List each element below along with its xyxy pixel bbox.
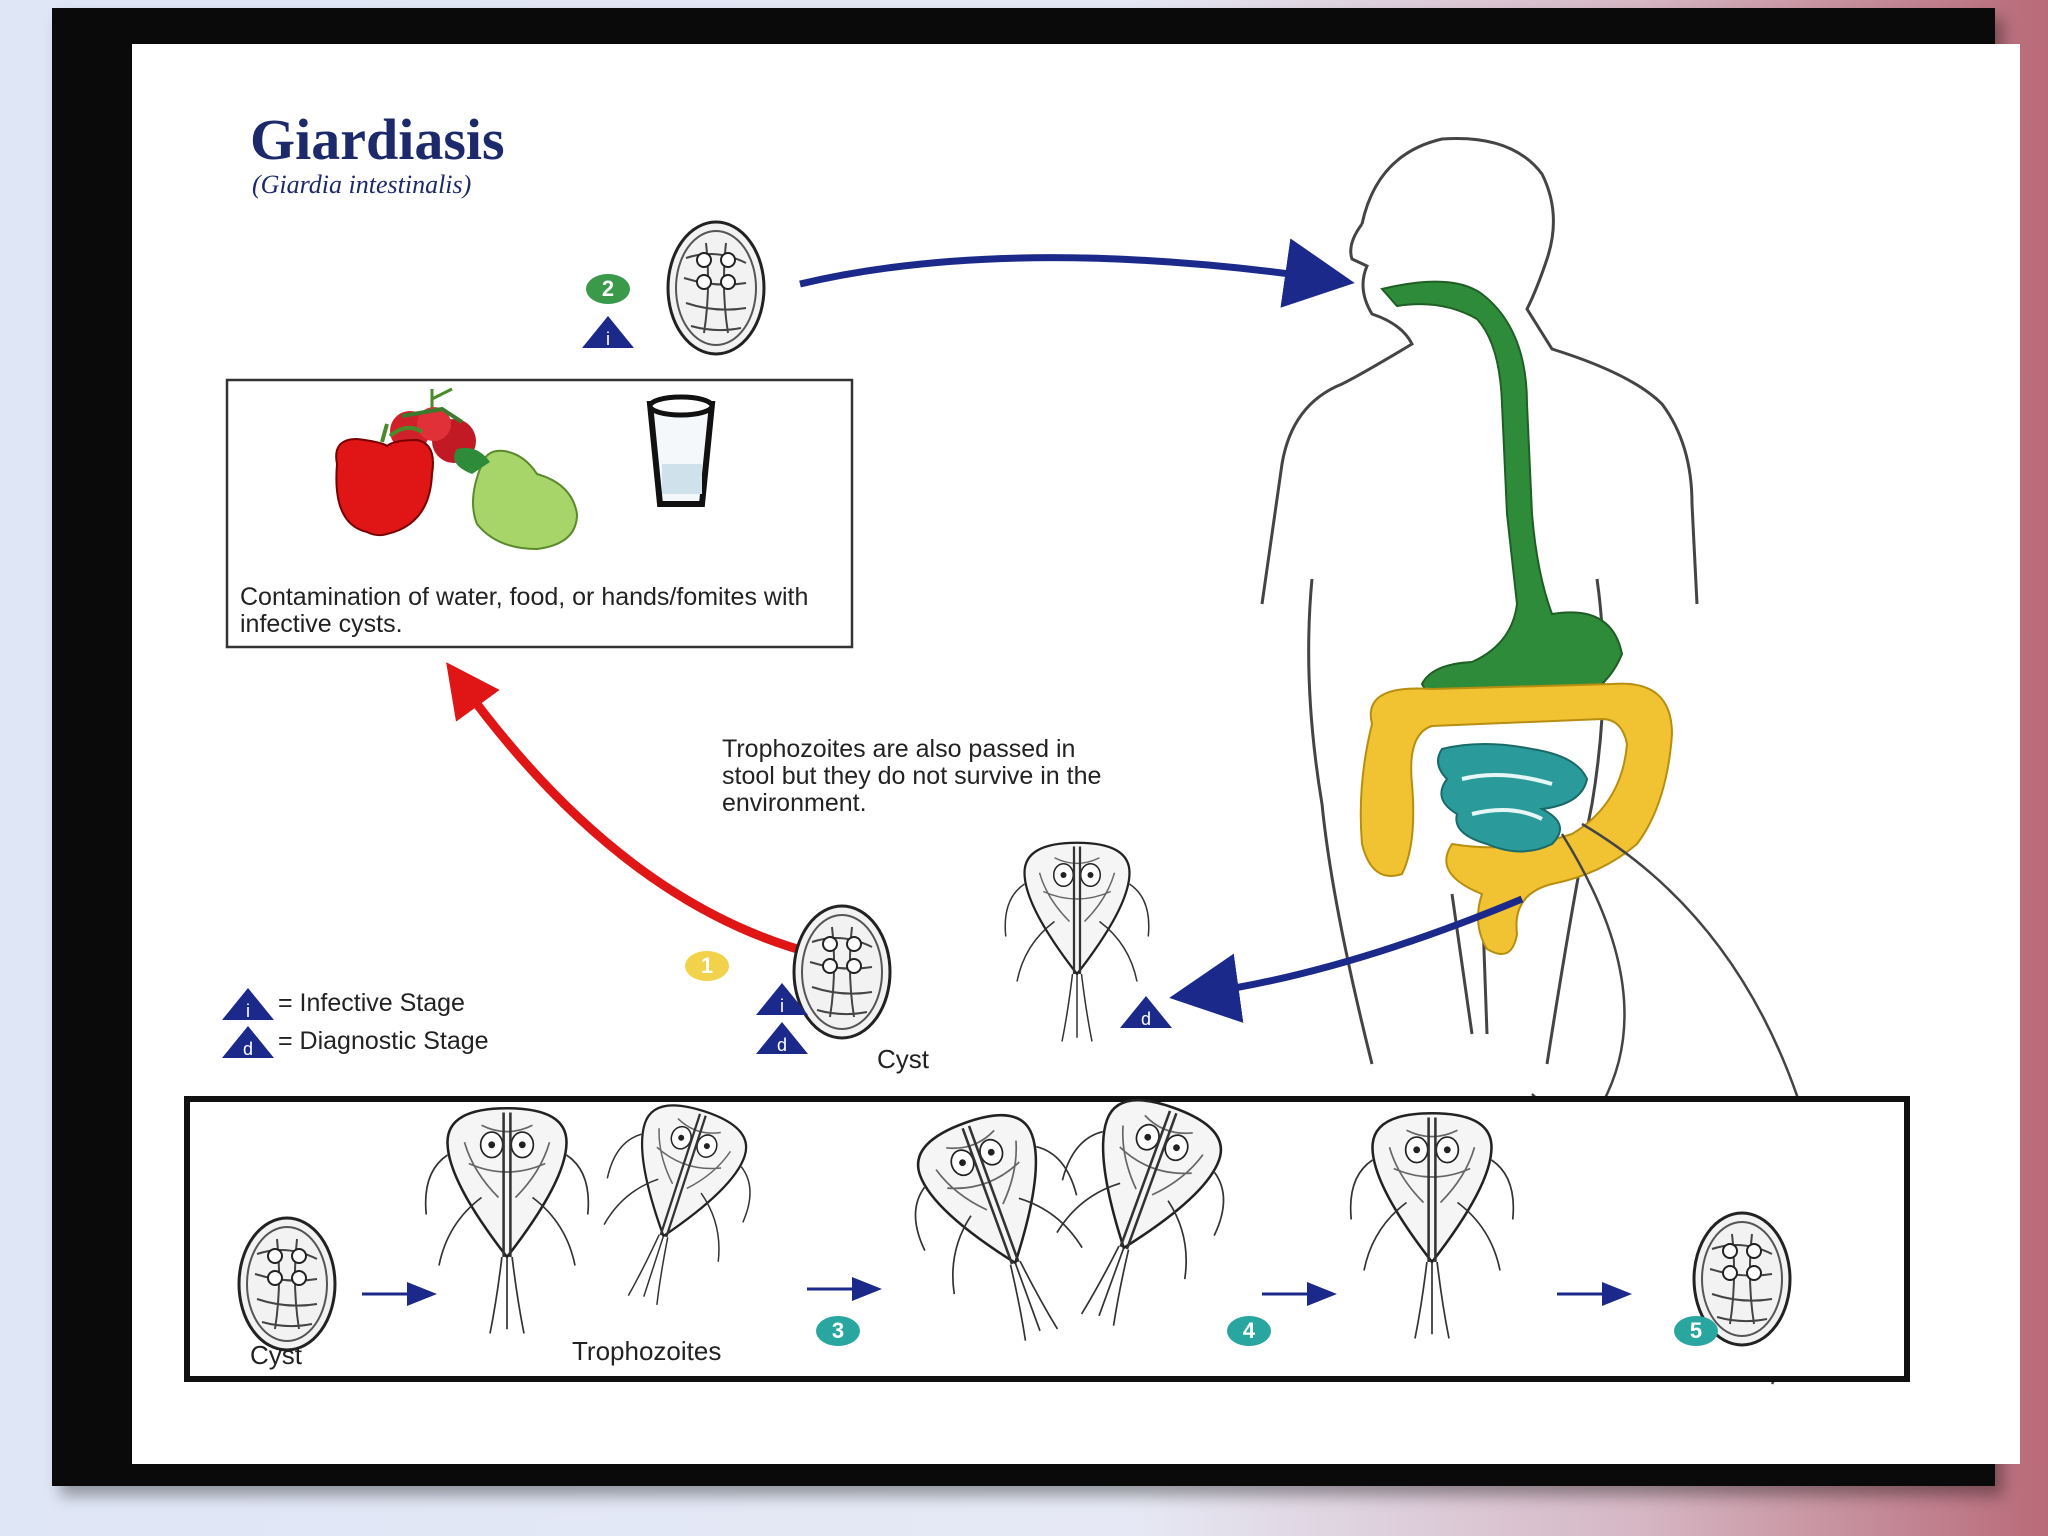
diagnostic-stage-marker: d	[1118, 994, 1174, 1030]
contamination-arrow	[462, 684, 815, 954]
step-4-badge: 4	[1227, 1316, 1271, 1346]
trophozoite-note: Trophozoites are also passed in stool bu…	[722, 736, 1122, 817]
ingestion-arrow	[800, 258, 1327, 284]
trophozoites-bottom-label: Trophozoites	[572, 1336, 721, 1367]
cyst-infective-icon	[668, 222, 764, 354]
legend-diagnostic-label: = Diagnostic Stage	[278, 1027, 489, 1056]
cyst-bottom-label: Cyst	[250, 1340, 302, 1371]
slide-frame: Giardiasis (Giardia intestinalis) Contam…	[52, 8, 1995, 1486]
legend-diagnostic-marker: d	[220, 1024, 276, 1060]
water-glass-icon	[650, 397, 712, 504]
excretion-arrow	[1197, 899, 1522, 994]
svg-text:d: d	[777, 1035, 787, 1055]
svg-text:i: i	[606, 329, 610, 349]
cyst-stool-icon	[794, 906, 890, 1038]
svg-text:i: i	[246, 1001, 250, 1021]
diagram-subtitle: (Giardia intestinalis)	[252, 170, 471, 200]
diagram-title: Giardiasis	[250, 106, 505, 173]
esophagus-stomach	[1382, 282, 1622, 714]
step-2-badge: 2	[586, 274, 630, 304]
cyst-stool-label: Cyst	[877, 1044, 929, 1075]
svg-text:d: d	[243, 1039, 253, 1059]
svg-text:d: d	[1141, 1009, 1151, 1029]
cyst-bottom-left-icon	[239, 1218, 335, 1350]
step-1-badge: 1	[685, 951, 729, 981]
svg-text:i: i	[780, 996, 784, 1016]
legend-infective-label: = Infective Stage	[278, 989, 465, 1018]
step-5-badge: 5	[1674, 1316, 1718, 1346]
infective-stage-marker: i	[754, 981, 810, 1017]
legend-infective-marker: i	[220, 986, 276, 1022]
intestine-stages-box	[187, 1099, 1907, 1379]
infective-stage-marker: i	[580, 314, 636, 350]
contamination-caption: Contamination of water, food, or hands/f…	[240, 584, 840, 638]
diagram-canvas: Giardiasis (Giardia intestinalis) Contam…	[132, 44, 2020, 1464]
diagnostic-stage-marker: d	[754, 1020, 810, 1056]
step-3-badge: 3	[816, 1316, 860, 1346]
